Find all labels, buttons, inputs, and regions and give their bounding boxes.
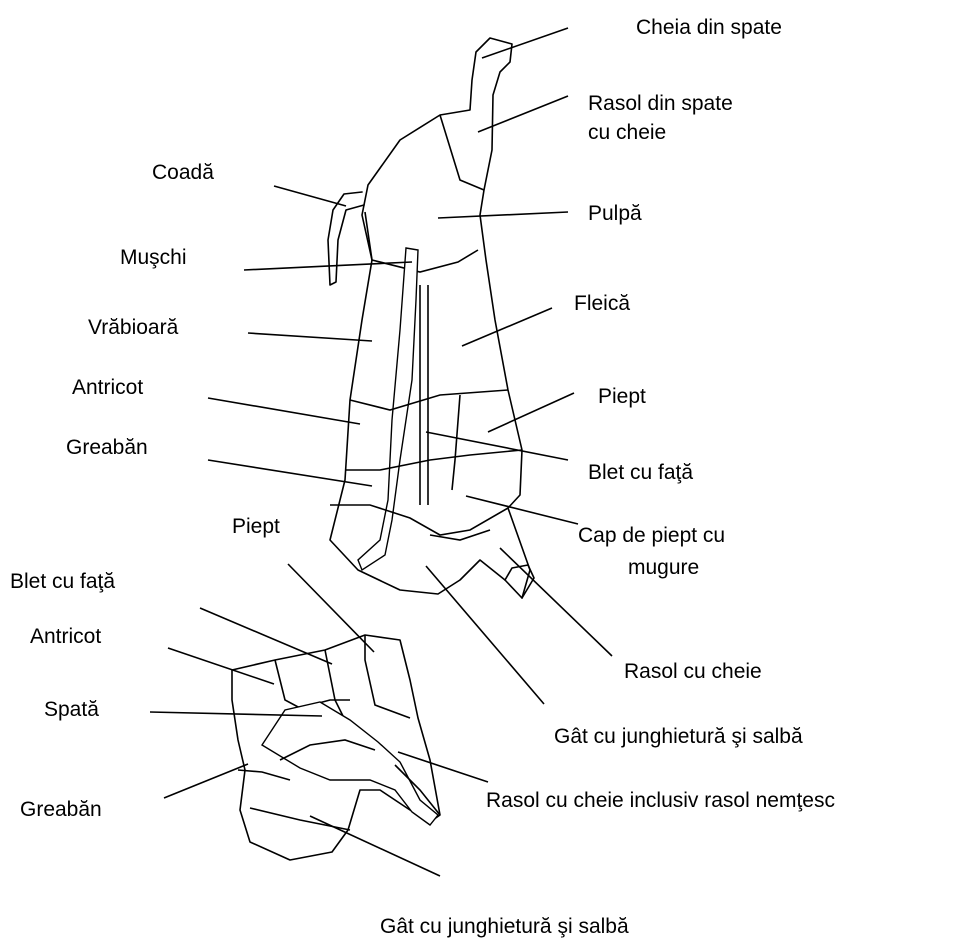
- label-antricot-bottom: Antricot: [30, 625, 101, 649]
- label-spata: Spată: [44, 698, 99, 722]
- label-rasol-din-spate-cu-cheie: cu cheie: [588, 121, 666, 145]
- label-gat-bottom: Gât cu junghietură şi salbă: [380, 915, 629, 939]
- shank: [505, 565, 534, 598]
- label-coada: Coadă: [152, 161, 214, 185]
- label-antricot-top: Antricot: [72, 376, 143, 400]
- label-greaban-top: Greabăn: [66, 436, 148, 460]
- label-piept-bottom: Piept: [232, 515, 280, 539]
- label-cheia-din-spate: Cheia din spate: [636, 16, 782, 40]
- label-fleica: Fleică: [574, 292, 630, 316]
- label-rasol-nemtesc: Rasol cu cheie inclusiv rasol nemţesc: [486, 789, 835, 813]
- label-gat-top: Gât cu junghietură şi salbă: [554, 725, 803, 749]
- label-rasol-cu-cheie: Rasol cu cheie: [624, 660, 762, 684]
- lower-carcass-drawing: [232, 635, 440, 860]
- label-muschi: Muşchi: [120, 246, 187, 270]
- shoulder-blade: [262, 702, 438, 825]
- label-blet-cu-fata-bottom: Blet cu faţă: [10, 570, 115, 594]
- label-cap-de-piept-mugure: mugure: [628, 556, 699, 580]
- label-greaban-bottom: Greabăn: [20, 798, 102, 822]
- label-rasol-din-spate: Rasol din spate: [588, 92, 733, 116]
- label-piept-top: Piept: [598, 385, 646, 409]
- upper-carcass-outline: [330, 38, 530, 598]
- label-cap-de-piept: Cap de piept cu: [578, 524, 725, 548]
- label-blet-cu-fata-top: Blet cu faţă: [588, 461, 693, 485]
- label-vrabioara: Vrăbioară: [88, 316, 178, 340]
- label-pulpa: Pulpă: [588, 202, 642, 226]
